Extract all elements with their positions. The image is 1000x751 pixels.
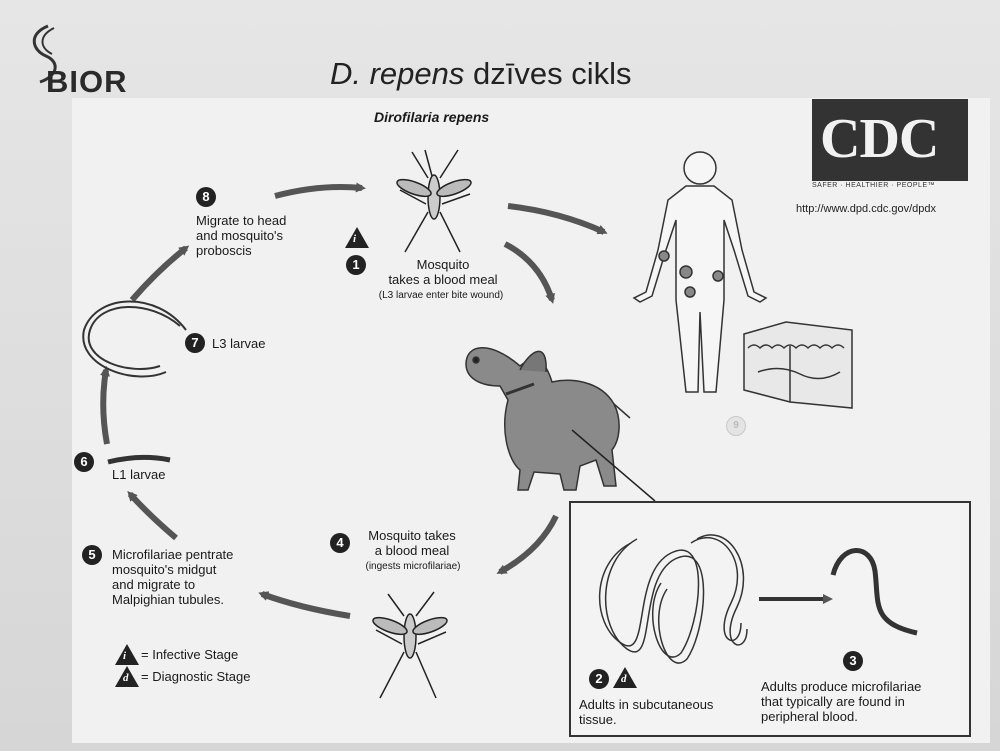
step-6-text: L1 larvae — [112, 467, 166, 482]
microfilaria-icon — [830, 548, 918, 636]
step-9-badge: 9 — [726, 416, 746, 436]
dog-icon — [465, 347, 631, 491]
callout-line — [571, 429, 656, 502]
species-name: Dirofilaria repens — [374, 109, 490, 125]
step-5-badge: 5 — [82, 545, 102, 565]
inset-artwork — [599, 534, 918, 664]
step-4-sub: (ingests microfilariae) — [365, 561, 461, 572]
step-8-text: Migrate to head and mosquito's proboscis — [196, 213, 287, 258]
cdc-url[interactable]: http://www.dpd.cdc.gov/dpdx — [796, 203, 937, 215]
step-5-text: Microfilariae pentrate mosquito's midgut… — [112, 547, 234, 607]
adult-worms-icon — [599, 534, 748, 664]
step-2-text: Adults in subcutaneous tissue. — [579, 697, 714, 727]
logo-text: BIOR — [46, 64, 128, 99]
cycle-arrows — [100, 182, 608, 619]
bior-logo-icon — [32, 24, 57, 84]
skin-section-icon — [743, 321, 853, 409]
mosquito-top-icon — [396, 149, 472, 253]
inset-box: 2 d Adults in subcutaneous tissue. 3 Adu… — [569, 501, 971, 737]
human-icon — [632, 151, 768, 393]
cdc-tagline: SAFER · HEALTHIER · PEOPLE™ — [812, 182, 936, 189]
diagnostic-stage-icon: d — [613, 667, 637, 688]
legend-infective-icon: i — [115, 644, 139, 665]
step-7-badge: 7 — [185, 333, 205, 353]
cdc-logo-icon: CDC — [812, 99, 968, 181]
step-1-sub: (L3 larvae enter bite wound) — [378, 290, 504, 301]
arrow-5-to-6 — [127, 491, 178, 541]
arrow-6-to-7 — [100, 366, 110, 445]
step-4-text: Mosquito takes a blood meal — [368, 528, 456, 558]
infective-stage-icon: i — [345, 227, 369, 248]
step-7-text: L3 larvae — [212, 336, 266, 351]
arrow-1-to-dog — [503, 241, 555, 304]
l1-larvae-icon — [107, 454, 171, 465]
title-italic: D. repens — [330, 56, 465, 91]
mosquito-bottom-icon — [372, 591, 448, 699]
step-1-text: Mosquito takes a blood meal — [388, 257, 498, 287]
step-8-badge: 8 — [196, 187, 216, 207]
arrow-7-to-8 — [129, 245, 190, 302]
arrow-dog-to-4 — [496, 514, 559, 575]
l3-larvae-icon — [82, 300, 187, 378]
cdc-logo-text: CDC — [820, 108, 939, 170]
arrow-8-to-1 — [274, 182, 366, 199]
title-rest: dzīves cikls — [464, 56, 632, 91]
legend-diagnostic-text: = Diagnostic Stage — [141, 669, 251, 684]
step-2-badge: 2 — [589, 669, 609, 689]
step-6-badge: 6 — [74, 452, 94, 472]
legend-diagnostic-icon: d — [115, 666, 139, 687]
step-3-badge: 3 — [843, 651, 863, 671]
arrow-4-to-5 — [258, 591, 351, 619]
legend-infective-text: = Infective Stage — [141, 647, 239, 662]
slide-title: D. repens dzīves cikls — [330, 56, 632, 92]
arrow-1-to-human — [507, 203, 608, 235]
step-1-badge: 1 — [346, 255, 366, 275]
step-4-badge: 4 — [330, 533, 350, 553]
step-3-text: Adults produce microfilariae that typica… — [761, 679, 922, 724]
